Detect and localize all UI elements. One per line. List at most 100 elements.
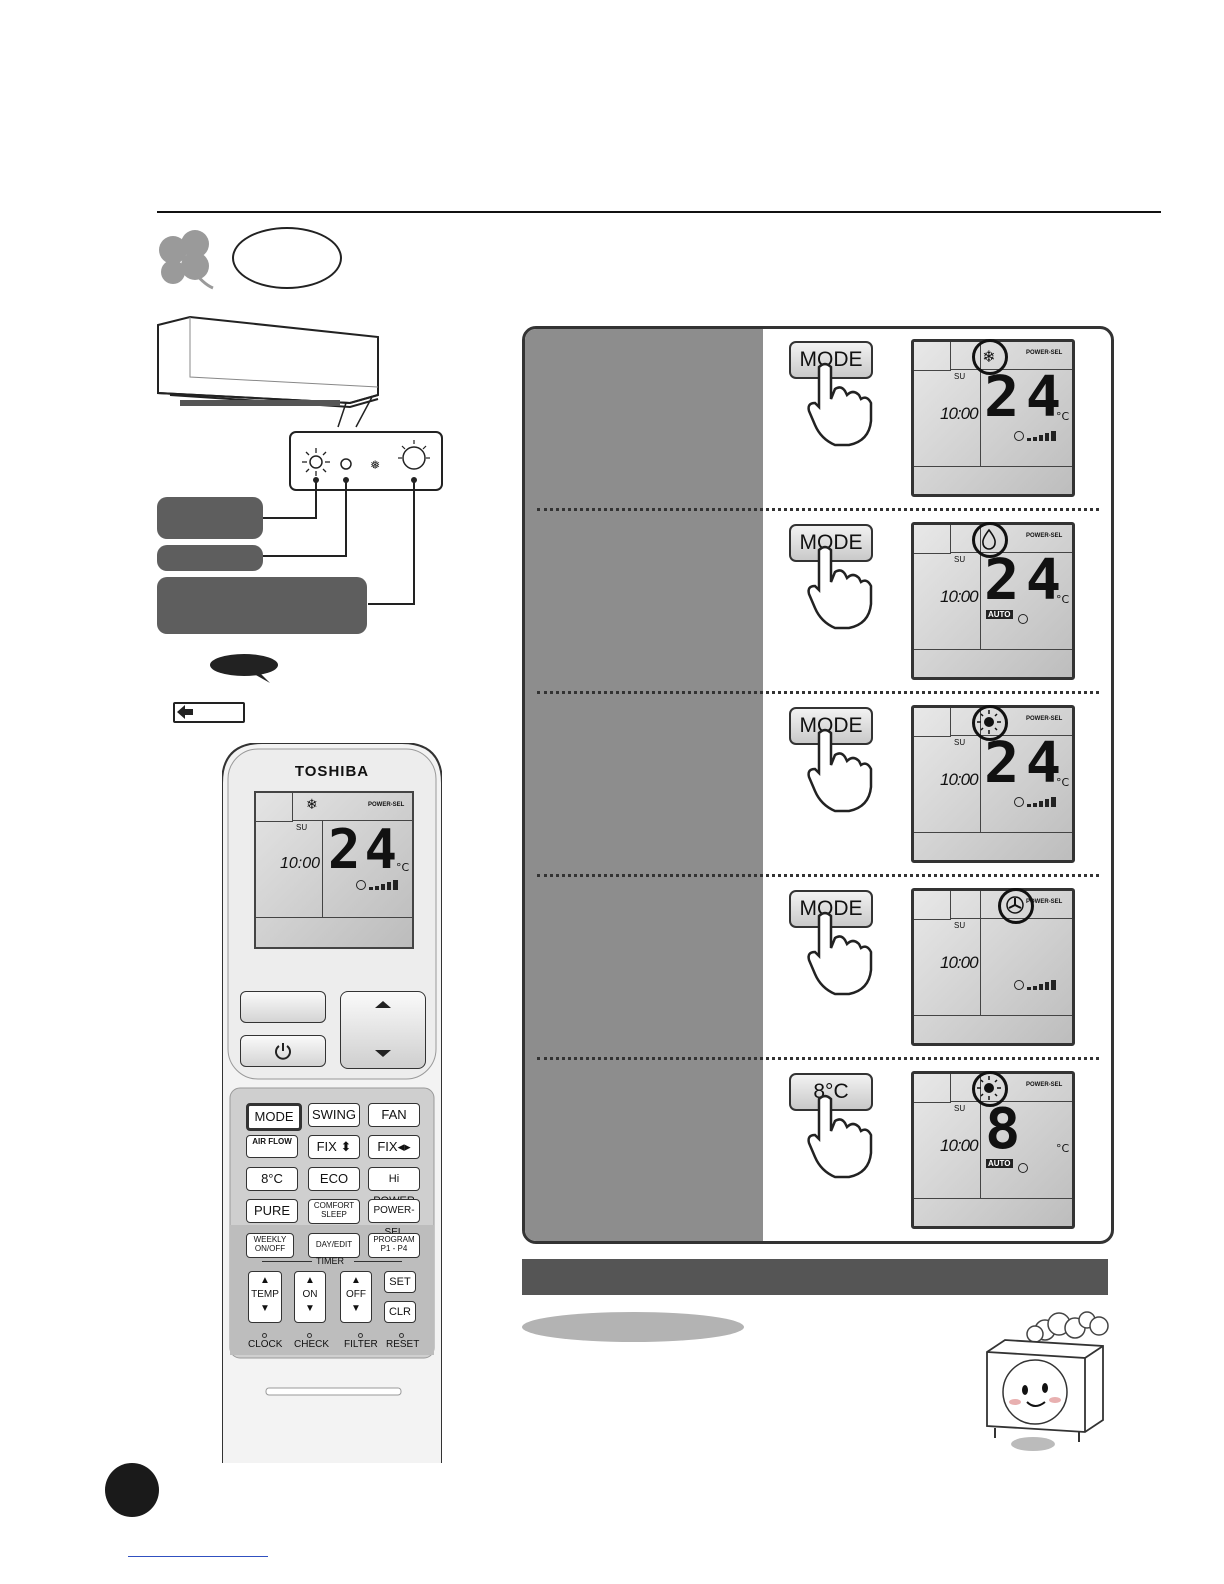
mode-highlight-circle	[972, 1071, 1008, 1107]
lcd-powersel: POWER-SEL	[1026, 716, 1063, 722]
temp-button[interactable]: ▲TEMP▼	[248, 1271, 282, 1323]
program-button[interactable]: PROGRAM P1 - P4	[368, 1233, 420, 1258]
mode-highlight-circle	[998, 888, 1034, 924]
power-sel-button[interactable]: POWER-SEL	[368, 1199, 420, 1238]
fix-vertical-label: FIX	[316, 1139, 337, 1154]
clock-label: CLOCK	[248, 1339, 283, 1350]
on-timer-button[interactable]: ▲ON▼	[294, 1271, 326, 1323]
lcd-unit: °C	[1056, 410, 1070, 423]
fan-speed-icon	[1014, 980, 1056, 990]
panel-text-column	[525, 329, 763, 1241]
pressing-hand-icon	[807, 545, 873, 630]
lcd-clock: 10:00	[940, 953, 979, 972]
fan-button[interactable]: FAN	[368, 1103, 420, 1127]
operation-label-box	[157, 497, 263, 539]
power-button[interactable]	[240, 1035, 326, 1067]
lcd-powersel: POWER-SEL	[1026, 350, 1063, 356]
swing-button[interactable]: SWING	[308, 1103, 360, 1127]
filter-pinhole[interactable]	[358, 1333, 363, 1338]
lcd-day: SU	[954, 555, 966, 564]
step-4-button[interactable]: MODE	[789, 890, 873, 928]
step-separator	[537, 508, 1099, 511]
eight-c-button[interactable]: 8°C	[246, 1167, 298, 1191]
back-reference-button[interactable]	[173, 702, 245, 723]
clr-button[interactable]: CLR	[384, 1301, 416, 1323]
lcd-clock: 10:00	[940, 770, 979, 789]
airflow-button[interactable]: AIR FLOW	[246, 1135, 298, 1158]
clover-icon	[159, 230, 214, 290]
lcd-clock: 10:00	[940, 1136, 979, 1155]
pressing-hand-icon	[807, 911, 873, 996]
lcd-unit: °C	[1056, 776, 1070, 789]
snowflake-icon: ❄	[306, 797, 318, 813]
header-rule	[157, 211, 1161, 213]
lcd-clock: 10:00	[940, 587, 979, 606]
step-separator	[537, 691, 1099, 694]
check-pinhole[interactable]	[307, 1333, 312, 1338]
outdoor-unit-illustration	[986, 1311, 1109, 1451]
section-heading-bar	[522, 1259, 1108, 1295]
top-left-button[interactable]	[240, 991, 326, 1023]
lcd-day: SU	[954, 372, 966, 381]
off-timer-button[interactable]: ▲OFF▼	[340, 1271, 372, 1323]
up-down-icon: ⬍	[340, 1139, 352, 1154]
temp-button-label: TEMP	[251, 1289, 279, 1300]
fan-speed-icon	[1018, 614, 1028, 624]
lcd-temperature: 24	[984, 731, 1068, 796]
off-timer-label: OFF	[346, 1289, 366, 1300]
power-icon	[275, 1043, 291, 1060]
set-button[interactable]: SET	[384, 1271, 416, 1293]
pressing-hand-icon	[807, 1094, 873, 1179]
pressing-hand-icon	[807, 362, 873, 447]
temp-up-down-rocker[interactable]	[340, 991, 426, 1069]
hipower-label-box	[157, 577, 367, 634]
check-label: CHECK	[294, 1339, 330, 1350]
fix-vertical-button[interactable]: FIX ⬍	[308, 1135, 360, 1159]
fix-horizontal-button[interactable]: FIX◂▸	[368, 1135, 420, 1159]
lcd-temperature: 24	[984, 365, 1068, 430]
weekly-button[interactable]: WEEKLY ON/OFF	[246, 1233, 294, 1258]
reset-pinhole[interactable]	[399, 1333, 404, 1338]
indoor-unit-illustration	[157, 315, 443, 491]
clock-pinhole[interactable]	[262, 1333, 267, 1338]
comfort-sleep-button[interactable]: COMFORT SLEEP	[308, 1199, 360, 1224]
lcd-unit: °C	[1056, 1142, 1070, 1155]
mode-highlight-circle	[972, 705, 1008, 741]
lcd-powersel: POWER-SEL	[1026, 533, 1063, 539]
remote-lcd-powersel: POWER-SEL	[368, 802, 405, 808]
remote-lcd-unit: °C	[396, 861, 410, 874]
hipower-button[interactable]: Hi POWER	[368, 1167, 420, 1207]
lcd-clock: 10:00	[940, 404, 979, 423]
pure-button[interactable]: PURE	[246, 1199, 298, 1223]
eco-button[interactable]: ECO	[308, 1167, 360, 1191]
day-edit-button[interactable]: DAY/EDIT	[308, 1233, 360, 1258]
mode-button[interactable]: MODE	[246, 1103, 302, 1131]
subheading-pill	[522, 1312, 744, 1342]
step-separator	[537, 1057, 1099, 1060]
remote-brand: TOSHIBA	[294, 763, 370, 780]
footer-link-underline[interactable]	[128, 1556, 268, 1557]
leader-lines	[263, 477, 417, 605]
left-right-icon: ◂▸	[397, 1139, 411, 1154]
lcd-temperature: 8	[985, 1097, 1027, 1162]
fan-speed-icon	[1014, 797, 1056, 807]
reset-label: RESET	[386, 1339, 420, 1350]
remote-lcd-day: SU	[296, 823, 308, 832]
page-number-badge	[105, 1463, 159, 1517]
remote-control: TOSHIBA ❄ POWER-SEL SU 10:00 24 °C MODE …	[222, 743, 442, 1463]
timer-label-box	[157, 545, 263, 571]
mode-highlight-circle	[972, 339, 1008, 375]
arrow-left-icon	[177, 705, 193, 719]
fan-speed-icon	[1018, 1163, 1028, 1173]
lcd-auto-badge: AUTO	[986, 610, 1013, 619]
lcd-unit: °C	[1056, 593, 1070, 606]
hipower-indicator-icon	[402, 446, 426, 470]
fan-speed-icon	[356, 880, 398, 890]
lcd-day: SU	[954, 1104, 966, 1113]
